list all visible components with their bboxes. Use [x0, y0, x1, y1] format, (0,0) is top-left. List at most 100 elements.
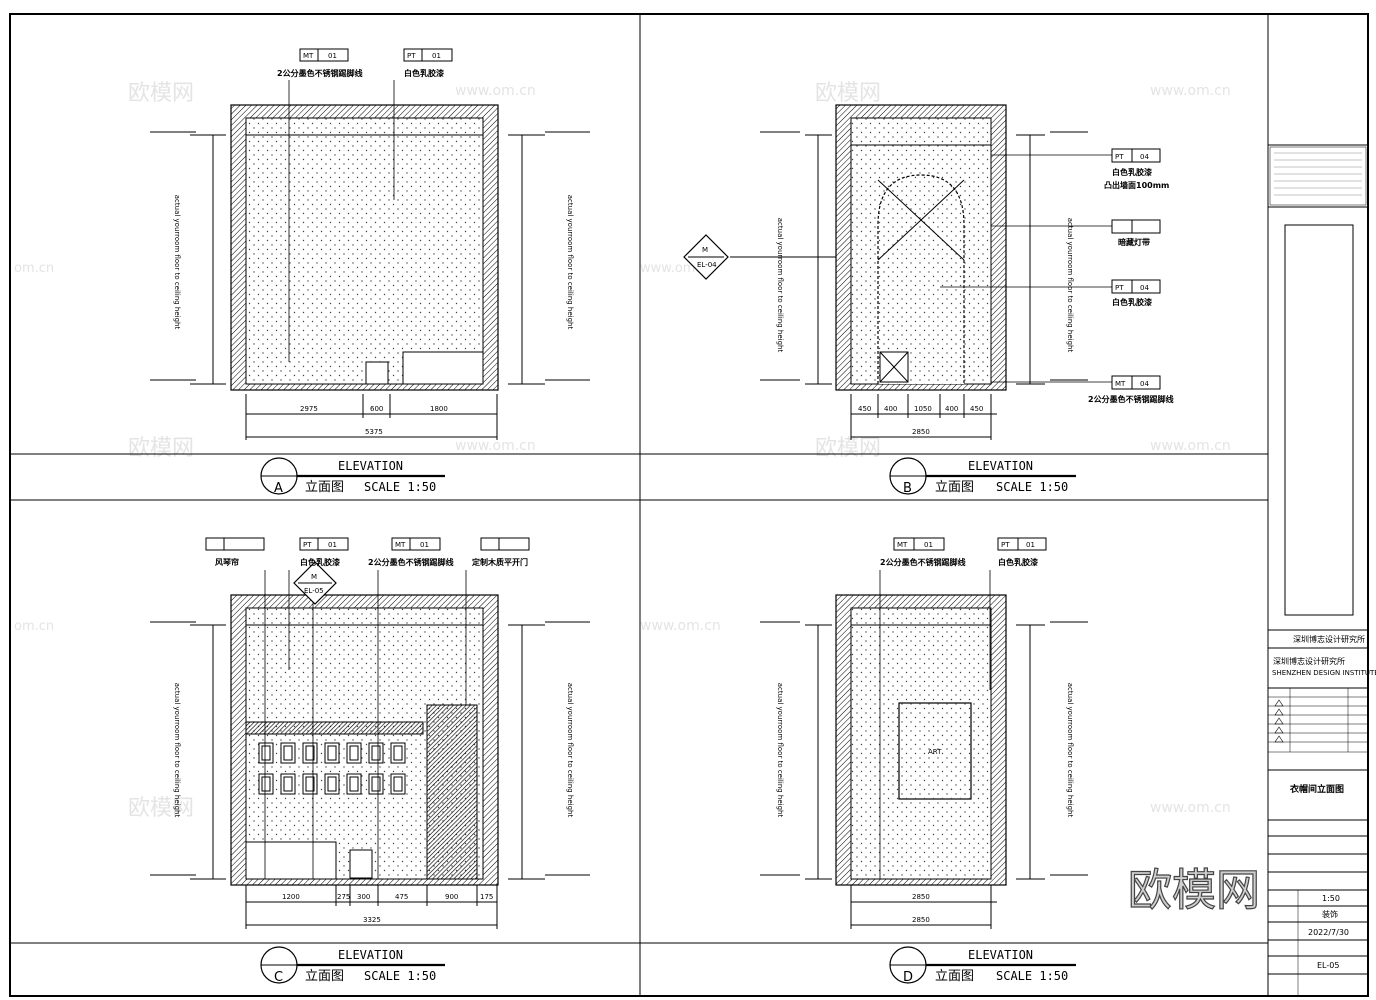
svg-text:actual yourroom floor to ceili: actual yourroom floor to ceiling height: [173, 683, 181, 818]
tag-a-mt01: MT 01 2公分墨色不锈钢踢脚线: [277, 48, 363, 78]
section-marker-c[interactable]: M EL-05: [293, 561, 337, 605]
drawer-grid: [258, 742, 406, 795]
svg-text:PT: PT: [1001, 541, 1010, 549]
svg-text:450: 450: [970, 405, 983, 413]
elevation-c: M EL-05 风琴帘 PT 01 白色乳胶漆 MT 01 2公分墨色不锈钢踢脚…: [10, 537, 640, 985]
svg-text:2公分墨色不锈钢踢脚线: 2公分墨色不锈钢踢脚线: [277, 68, 363, 78]
svg-text:600: 600: [370, 405, 383, 413]
drawer-inset: [305, 776, 315, 792]
tag-d-pt01: PT 01 白色乳胶漆: [997, 537, 1047, 567]
section-marker-b[interactable]: M EL-04: [683, 234, 836, 280]
tag-c-blind: 风琴帘: [205, 537, 265, 567]
svg-text:2975: 2975: [300, 405, 318, 413]
tag-c-mt01: MT 01 2公分墨色不锈钢踢脚线: [368, 537, 454, 567]
tag-b-mt04: MT 04 2公分墨色不锈钢踢脚线: [991, 375, 1174, 404]
tag-c-pt01: PT 01 白色乳胶漆: [299, 537, 349, 567]
svg-text:04: 04: [1140, 380, 1149, 388]
svg-text:MT: MT: [1115, 380, 1126, 388]
svg-text:om.cn: om.cn: [14, 261, 54, 276]
svg-text:2850: 2850: [912, 916, 930, 924]
svg-text:ELEVATION: ELEVATION: [338, 459, 403, 473]
svg-text:白色乳胶漆: 白色乳胶漆: [1112, 297, 1152, 307]
svg-text:actual yourroom floor to ceili: actual yourroom floor to ceiling height: [566, 195, 574, 330]
svg-text:400: 400: [945, 405, 958, 413]
elevation-d: ART MT 01 2公分墨色不锈钢踢脚线 PT 01 白色乳胶漆 actual…: [640, 537, 1268, 985]
svg-text:475: 475: [395, 893, 408, 901]
svg-text:actual yourroom floor to ceili: actual yourroom floor to ceiling height: [776, 218, 784, 353]
svg-text:275: 275: [337, 893, 350, 901]
tb-company: 深圳博志设计研究所: [1293, 634, 1365, 644]
drawer-inset: [393, 776, 403, 792]
dims-c-right: actual yourroom floor to ceiling height: [508, 621, 590, 880]
svg-text:450: 450: [858, 405, 871, 413]
svg-text:欧模网: 欧模网: [815, 436, 881, 461]
svg-text:欧模网: 欧模网: [128, 81, 194, 106]
svg-text:1050: 1050: [914, 405, 932, 413]
svg-text:白色乳胶漆: 白色乳胶漆: [998, 557, 1038, 567]
svg-text:01: 01: [1026, 541, 1035, 549]
drawer-inset: [283, 745, 293, 761]
svg-text:3325: 3325: [363, 916, 381, 924]
svg-text:SCALE 1:50: SCALE 1:50: [364, 969, 436, 983]
svg-text:MT: MT: [395, 541, 406, 549]
svg-text:actual yourroom floor to ceili: actual yourroom floor to ceiling height: [173, 195, 181, 330]
svg-text:立面图: 立面图: [305, 969, 344, 984]
tb-date: 2022/7/30: [1308, 928, 1349, 937]
drawer-inset: [327, 776, 337, 792]
svg-text:01: 01: [432, 52, 441, 60]
svg-text:SCALE 1:50: SCALE 1:50: [364, 480, 436, 494]
svg-text:SCALE 1:50: SCALE 1:50: [996, 480, 1068, 494]
svg-text:5375: 5375: [365, 428, 383, 436]
title-d: D ELEVATION 立面图 SCALE 1:50: [640, 942, 1268, 985]
svg-text:立面图: 立面图: [305, 480, 344, 495]
svg-text:www.om.cn: www.om.cn: [1150, 438, 1231, 454]
tb-drawing-title: 衣帽间立面图: [1290, 783, 1344, 795]
svg-text:1200: 1200: [282, 893, 300, 901]
svg-text:暗藏灯带: 暗藏灯带: [1118, 237, 1150, 247]
svg-text:01: 01: [924, 541, 933, 549]
drawer-inset: [349, 776, 359, 792]
dims-b-right: actual yourroom floor to ceiling height: [1016, 131, 1088, 385]
tag-a-pt01: PT 01 白色乳胶漆: [403, 48, 453, 78]
svg-text:白色乳胶漆: 白色乳胶漆: [404, 68, 444, 78]
dims-b-bottom: 450 400 1050 400 450 2850: [850, 394, 997, 440]
tb-scale: 1:50: [1322, 894, 1340, 903]
svg-text:ELEVATION: ELEVATION: [968, 459, 1033, 473]
watermark-layer: 欧模网 www.om.cn 欧模网 www.om.cn 欧模网 www.om.c…: [14, 81, 1231, 821]
tb-drawing-no: EL-05: [1317, 961, 1339, 970]
elevation-a: MT 01 2公分墨色不锈钢踢脚线 PT 01 白色乳胶漆 actual you…: [10, 48, 640, 496]
drawer-inset: [371, 776, 381, 792]
dims-d-right: actual yourroom floor to ceiling height: [1016, 621, 1088, 880]
svg-text:1800: 1800: [430, 405, 448, 413]
svg-text:www.om.cn: www.om.cn: [1150, 800, 1231, 816]
svg-text:M: M: [702, 246, 708, 254]
svg-text:01: 01: [420, 541, 429, 549]
svg-text:om.cn: om.cn: [14, 619, 54, 634]
tag-b-led: 暗藏灯带: [991, 219, 1161, 247]
dims-a-right: actual yourroom floor to ceiling height: [508, 131, 590, 385]
svg-text:D: D: [903, 970, 913, 985]
svg-text:2公分墨色不锈钢踢脚线: 2公分墨色不锈钢踢脚线: [1088, 394, 1174, 404]
dims-c-bottom: 1200 275 300 475 900 175 3325: [245, 885, 498, 929]
svg-text:MT: MT: [303, 52, 314, 60]
title-b: B ELEVATION 立面图 SCALE 1:50: [640, 453, 1268, 496]
drawer-inset: [305, 745, 315, 761]
tag-d-mt01: MT 01 2公分墨色不锈钢踢脚线: [880, 537, 966, 567]
svg-text:www.om.cn: www.om.cn: [640, 618, 721, 634]
svg-text:400: 400: [884, 405, 897, 413]
svg-text:EL-05: EL-05: [304, 587, 324, 595]
tb-company-repeat: 深圳博志设计研究所: [1273, 656, 1345, 666]
title-block: 深圳博志设计研究所 深圳博志设计研究所 SHENZHEN DESIGN INST…: [1268, 144, 1376, 996]
drawer-inset: [283, 776, 293, 792]
svg-text:定制木质平开门: 定制木质平开门: [471, 557, 528, 567]
svg-text:MT: MT: [897, 541, 908, 549]
svg-text:01: 01: [328, 541, 337, 549]
svg-text:www.om.cn: www.om.cn: [455, 438, 536, 454]
dims-d-bottom: 2850 2850: [850, 885, 997, 929]
svg-text:actual yourroom floor to ceili: actual yourroom floor to ceiling height: [776, 683, 784, 818]
svg-text:01: 01: [328, 52, 337, 60]
svg-text:立面图: 立面图: [935, 969, 974, 984]
svg-text:欧模网: 欧模网: [128, 436, 194, 461]
svg-text:2公分墨色不锈钢踢脚线: 2公分墨色不锈钢踢脚线: [880, 557, 966, 567]
